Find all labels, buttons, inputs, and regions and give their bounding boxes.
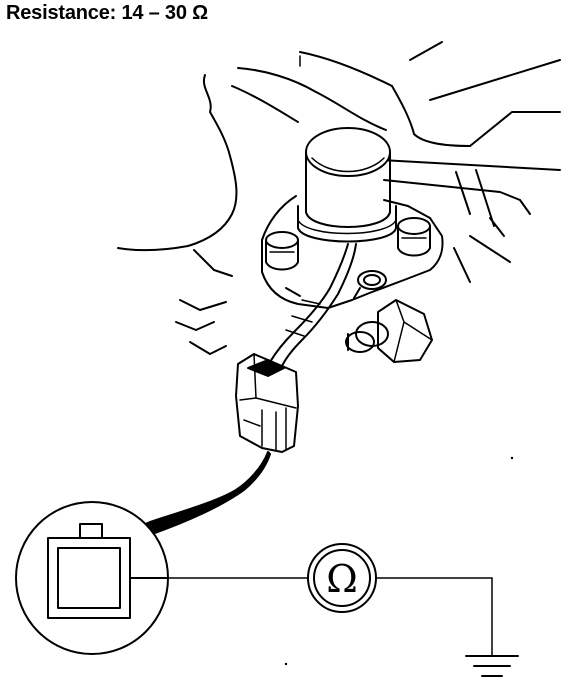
- magnified-connector-view: [15, 501, 169, 655]
- connector-plug-icon: [235, 353, 299, 453]
- resistance-value: 14 – 30 Ω: [121, 2, 208, 24]
- engine-block-outline: [117, 41, 561, 355]
- ground-symbol-icon: [465, 655, 519, 677]
- solenoid-valve-icon: [261, 127, 444, 363]
- resistance-label: Resistance:: [6, 2, 117, 24]
- print-speck: [284, 662, 288, 666]
- test-lead: [167, 577, 493, 657]
- ohmmeter-icon: Ω: [307, 543, 377, 613]
- resistance-heading: Resistance: 14 – 30 Ω: [6, 2, 208, 25]
- wire-harness: [269, 243, 357, 367]
- callout-leader: [135, 451, 271, 541]
- ohm-symbol: Ω: [326, 557, 358, 601]
- print-speck: [510, 456, 514, 460]
